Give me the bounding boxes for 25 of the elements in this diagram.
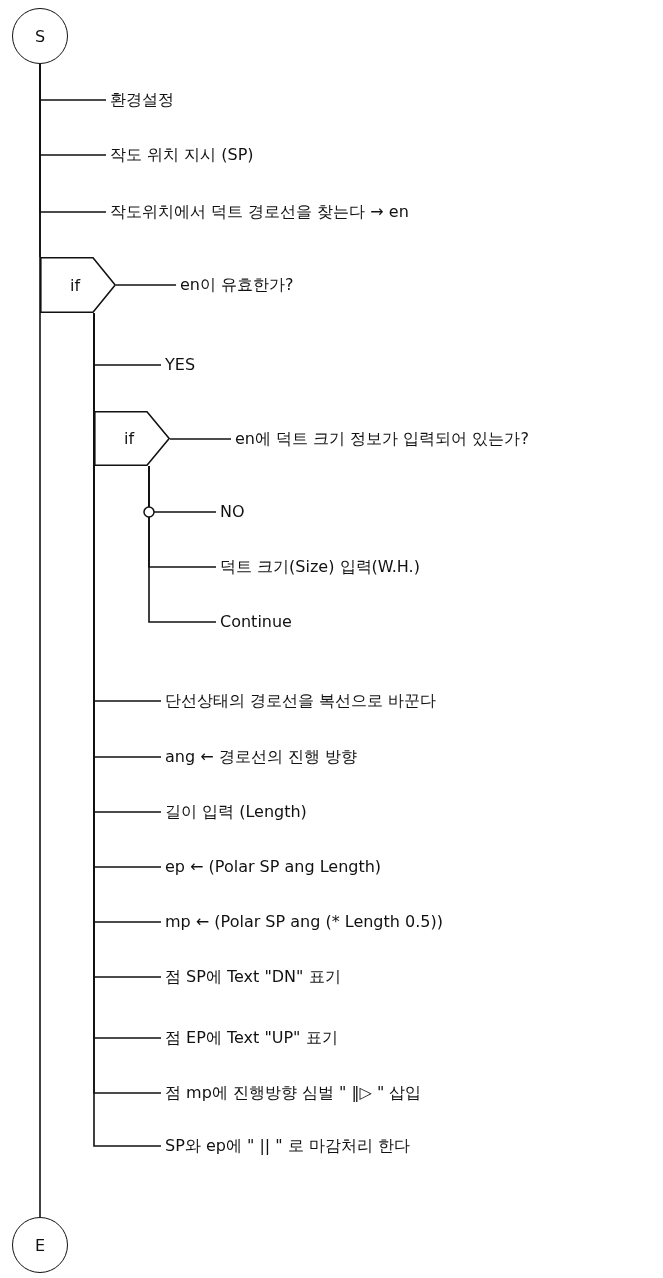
step-text: ep ← (Polar SP ang Length): [165, 857, 382, 877]
step-text: NO: [220, 502, 245, 522]
step-text: SP와 ep에 " || " 로 마감처리 한다: [165, 1136, 410, 1156]
step-text: 작도 위치 지시 (SP): [110, 145, 254, 165]
step-text: 점 SP에 Text "DN" 표기: [165, 967, 341, 987]
if-box: if: [94, 411, 170, 466]
step-text: 단선상태의 경로선을 복선으로 바꾼다: [165, 691, 437, 711]
step-text: 덕트 크기(Size) 입력(W.H.): [220, 557, 420, 577]
step-text: mp ← (Polar SP ang (* Length 0.5)): [165, 912, 443, 932]
connector-line: [148, 465, 217, 623]
connector-line: [169, 438, 232, 440]
step-text: en이 유효한가?: [180, 275, 294, 295]
step-text: 환경설정: [110, 90, 174, 110]
terminal-circle: S: [12, 8, 68, 64]
connector-line: [115, 284, 177, 286]
step-text: 점 EP에 Text "UP" 표기: [165, 1028, 338, 1048]
step-text: Continue: [220, 612, 292, 632]
if-box: if: [40, 257, 116, 313]
step-text: ang ← 경로선의 진행 방향: [165, 747, 357, 767]
step-text: en에 덕트 크기 정보가 입력되어 있는가?: [235, 429, 529, 449]
step-text: 점 mp에 진행방향 심벌 " ‖▷ " 삽입: [165, 1083, 422, 1103]
step-text: 길이 입력 (Length): [165, 802, 307, 822]
step-text: YES: [165, 355, 196, 375]
terminal-circle: E: [12, 1217, 68, 1273]
step-text: 작도위치에서 덕트 경로선을 찾는다 → en: [110, 202, 409, 222]
